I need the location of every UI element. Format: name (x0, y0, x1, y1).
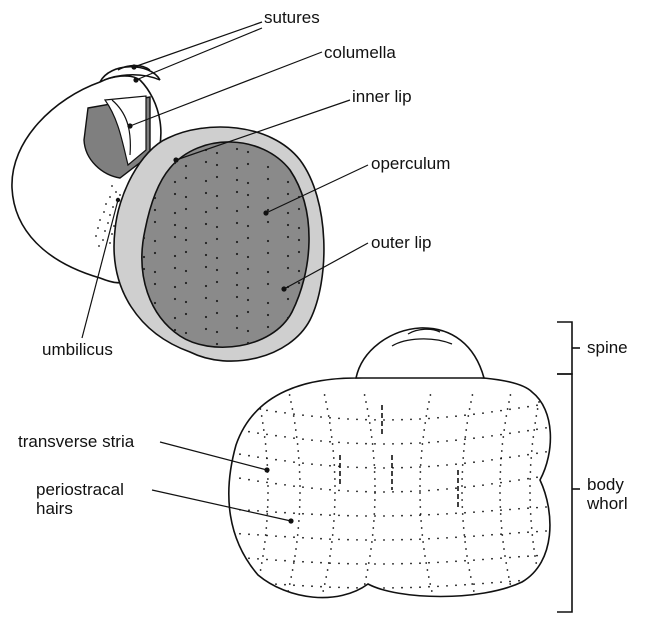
sutures-leader-2 (136, 28, 262, 80)
label-sutures: sutures (264, 8, 320, 28)
label-umbilicus: umbilicus (42, 340, 113, 360)
label-columella: columella (324, 43, 396, 63)
body-whorl-bracket (557, 374, 572, 612)
whorl-brackets (557, 322, 580, 612)
label-transverse-stria: transverse stria (18, 432, 134, 452)
label-body-whorl-line1: body (587, 475, 624, 495)
apertural-view (12, 66, 324, 362)
columella-leader (130, 52, 322, 126)
label-periostracal-hairs-line1: periostracal (36, 480, 124, 500)
label-inner-lip: inner lip (352, 87, 412, 107)
dorsal-view (229, 328, 551, 599)
label-periostracal-hairs-line2: hairs (36, 499, 73, 519)
label-outer-lip: outer lip (371, 233, 431, 253)
sutures-leader-1 (134, 22, 262, 67)
operculum-shape (142, 142, 309, 347)
spine-bracket (557, 322, 572, 374)
spire-shape (356, 328, 484, 378)
label-operculum: operculum (371, 154, 450, 174)
label-body-whorl-line2: whorl (587, 494, 628, 514)
label-spine: spine (587, 338, 628, 358)
body-whorl-outline (229, 376, 551, 598)
